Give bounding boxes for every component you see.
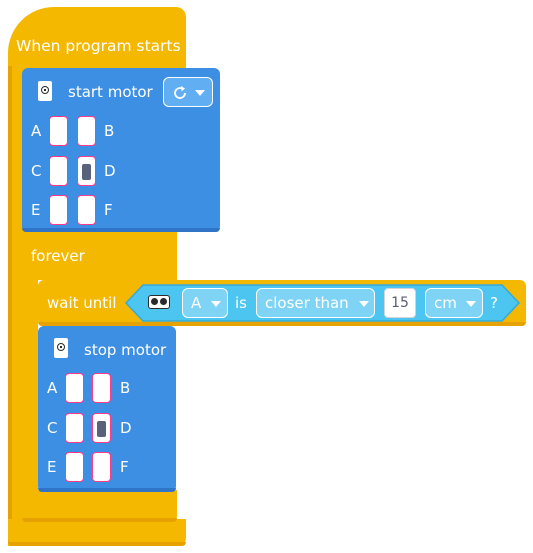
chevron-down-icon xyxy=(195,90,205,96)
port-d-toggle-selected[interactable] xyxy=(92,413,111,443)
port-label-f: F xyxy=(104,201,113,219)
port-e-toggle[interactable] xyxy=(49,195,68,225)
port-label-c: C xyxy=(31,162,42,180)
unit-dropdown[interactable]: cm xyxy=(425,288,483,318)
port-label-f: F xyxy=(120,458,129,476)
motor-icon xyxy=(54,338,68,358)
port-label-d: D xyxy=(120,419,132,437)
port-b-toggle[interactable] xyxy=(92,373,111,403)
chevron-down-icon xyxy=(466,301,476,307)
unit-value: cm xyxy=(434,294,457,312)
port-label-a: A xyxy=(47,379,58,397)
forever-spine xyxy=(22,278,38,523)
question-mark: ? xyxy=(490,294,498,312)
start-motor-label: start motor xyxy=(68,83,153,101)
sensor-port-dropdown[interactable]: A xyxy=(182,288,228,318)
stop-motor-label: stop motor xyxy=(84,341,167,359)
distance-value-input[interactable]: 15 xyxy=(384,288,416,318)
forever-bottom xyxy=(22,490,177,522)
port-label-b: B xyxy=(120,379,131,397)
port-c-toggle[interactable] xyxy=(49,156,68,186)
port-b-toggle[interactable] xyxy=(77,116,96,146)
port-f-toggle[interactable] xyxy=(77,195,96,225)
port-label-a: A xyxy=(31,122,42,140)
distance-sensor-icon xyxy=(148,295,170,309)
sensor-port-value: A xyxy=(191,294,202,312)
chevron-down-icon xyxy=(211,301,221,307)
port-label-c: C xyxy=(47,419,58,437)
port-a-toggle[interactable] xyxy=(49,116,68,146)
wait-until-label: wait until xyxy=(47,294,117,312)
port-e-toggle[interactable] xyxy=(65,452,84,482)
port-d-toggle-selected[interactable] xyxy=(77,156,96,186)
forever-label: forever xyxy=(31,247,85,265)
direction-dropdown[interactable] xyxy=(163,77,213,107)
port-label-e: E xyxy=(47,458,57,476)
is-label: is xyxy=(235,294,247,312)
port-label-b: B xyxy=(104,122,115,140)
motor-icon xyxy=(38,81,52,101)
comparison-dropdown[interactable]: closer than xyxy=(256,288,375,318)
clockwise-icon xyxy=(174,86,186,99)
hat-block[interactable] xyxy=(8,7,186,68)
port-label-d: D xyxy=(104,162,116,180)
hat-label: When program starts xyxy=(16,37,181,55)
comparison-value: closer than xyxy=(265,294,349,312)
program-end-cap xyxy=(8,519,186,546)
port-c-toggle[interactable] xyxy=(65,413,84,443)
port-label-e: E xyxy=(31,201,41,219)
chevron-down-icon xyxy=(359,301,369,307)
port-f-toggle[interactable] xyxy=(92,452,111,482)
port-a-toggle[interactable] xyxy=(65,373,84,403)
